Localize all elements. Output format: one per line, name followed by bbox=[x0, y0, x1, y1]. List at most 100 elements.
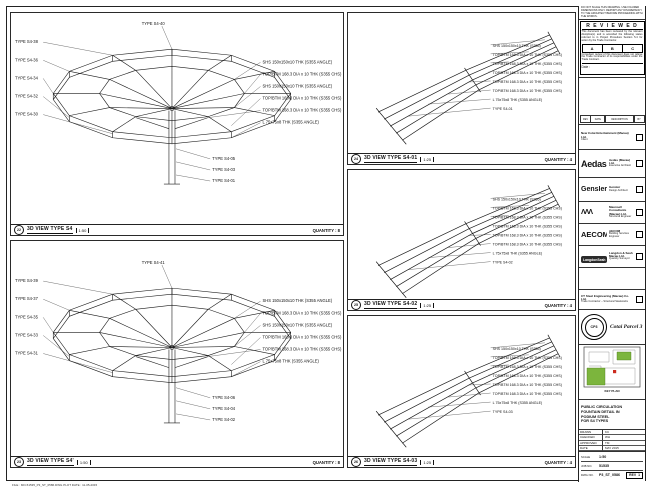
firm-name: Gensler bbox=[609, 186, 621, 190]
view-title: 3D VIEW TYPE S4-02 bbox=[364, 301, 418, 309]
reviewed-stamp: R E V I E W E D This document has been r… bbox=[579, 20, 645, 75]
view-panel-26: SHS 150x150x10 THK (S355) TOP/BTM 168.3 … bbox=[347, 315, 576, 468]
view-title: 3D VIEW TYPE S4-01 bbox=[364, 155, 418, 163]
revision-table-cell: REV DATE DESCRIPTION BY bbox=[579, 78, 645, 125]
beam-3d-drawing: SHS 150x150x10 THK (S355) TOP/BTM 168.3 … bbox=[375, 185, 562, 299]
part-label: TOP/BTM 168.3 DIA x 10 THK (S355 CHS) bbox=[263, 96, 342, 101]
revision-header-row: REV DATE DESCRIPTION BY bbox=[580, 115, 645, 123]
part-label: TYPE S4-04 bbox=[212, 406, 236, 411]
description-col: DESCRIPTION bbox=[604, 115, 635, 123]
drawing-title-line: PUBLIC CIRCULATION bbox=[581, 404, 623, 409]
part-label: TOP/BTM 168.3 DIA x 10 THK (S355 CHS) bbox=[263, 71, 342, 76]
rev-col: REV bbox=[580, 115, 591, 123]
canopy-drawing-area: TYPE S4-41 TYPE S4-39 TYPE S4-37 TYPE S4… bbox=[11, 241, 343, 456]
canopy-structure bbox=[52, 48, 292, 185]
firm-role: Quantity Surveyor bbox=[609, 257, 630, 261]
part-label: TOP/BTM 168.3 DIA x 10 THK (S355 CHS) bbox=[493, 89, 562, 93]
general-note: DO NOT SCALE THIS DRAWING. USE FIGURED D… bbox=[581, 6, 643, 18]
part-label: TOP/BTM 168.3 DIA x 10 THK (S355 CHS) bbox=[263, 310, 342, 315]
view-scale: 1:25 bbox=[420, 302, 435, 308]
firm-role: Design Architect bbox=[609, 188, 628, 192]
part-label: TOP/BTM 168.3 DIA x 10 THK (S355 CHS) bbox=[493, 234, 562, 238]
rev-value: 1 bbox=[638, 473, 640, 477]
sheet-border bbox=[6, 6, 646, 481]
client-role: Client bbox=[581, 137, 588, 141]
part-label: L 75x75x8 THK (S355 ANGLE) bbox=[263, 120, 320, 125]
part-label: TOP/BTM 168.3 DIA x 10 THK (S355 CHS) bbox=[493, 383, 562, 387]
client-cell: New Cotai Entertainment (Macau) Ltd. Cli… bbox=[579, 125, 645, 150]
part-label: SHS 150x150x10 THK (S355) bbox=[493, 197, 541, 201]
part-labels: SHS 150x150x10 THK (S355) TOP/BTM 168.3 … bbox=[493, 347, 562, 414]
part-label: L 75x75x8 THK (S355 ANGLE) bbox=[493, 98, 543, 102]
beam-drawing-area: SHS 150x150x10 THK (S355) TOP/BTM 168.3 … bbox=[348, 316, 575, 456]
part-label: TOP/BTM 168.3 DIA x 10 THK (S355 CHS) bbox=[493, 392, 562, 396]
part-labels: TYPE S4-40 TYPE S4-38 TYPE S4-36 TYPE S4… bbox=[15, 21, 342, 183]
view-quantity: QUANTITY : 8 bbox=[312, 459, 340, 465]
checked-value: WH bbox=[603, 435, 645, 441]
status-c: C bbox=[622, 43, 644, 53]
contractor-name: CT Steel Engineering (Macau) Co. Ltd. bbox=[581, 294, 630, 302]
view-title: 3D VIEW TYPE S4-03 bbox=[364, 458, 418, 466]
key-plan-map bbox=[583, 346, 641, 388]
beam-structure bbox=[375, 31, 561, 145]
checkbox bbox=[636, 296, 643, 303]
highlight-zone-b bbox=[616, 351, 632, 361]
date-label: DATE bbox=[579, 445, 603, 451]
firm-role: Executive Architect bbox=[609, 164, 631, 168]
checkbox bbox=[636, 231, 643, 238]
firm-name: AECOM bbox=[609, 229, 621, 233]
part-label: TOP/BTM 168.3 DIA x 10 THK (S355 CHS) bbox=[493, 374, 562, 378]
part-label: SHS 150x150x10 THK (S355) bbox=[493, 347, 541, 351]
view-quantity: QUANTITY : 8 bbox=[312, 227, 340, 233]
checkbox bbox=[636, 186, 643, 193]
contractor-cell: CT Steel Engineering (Macau) Co. Ltd. Tr… bbox=[579, 290, 645, 310]
reviewed-date-label: Date : bbox=[581, 63, 643, 69]
beam-structure bbox=[375, 185, 561, 299]
checkbox bbox=[636, 253, 643, 260]
contractor-role: Trade Contractor – Structural Steelworks bbox=[581, 300, 628, 304]
langdon-seah-logo: LangdonSeah bbox=[581, 256, 607, 263]
part-label: TYPE S4-35 bbox=[15, 314, 39, 319]
part-labels: SHS 150x150x10 THK (S355) TOP/BTM 168.3 … bbox=[493, 197, 562, 264]
date-value: MAY 2015 bbox=[603, 446, 645, 451]
part-label: TYPE S4-36 bbox=[15, 57, 39, 62]
part-label: TYPE S4-02 bbox=[493, 261, 513, 265]
client-name: New Cotai Entertainment (Macau) Ltd. bbox=[581, 132, 629, 139]
part-label: TYPE S4-32 bbox=[15, 94, 39, 99]
reviewed-stamp-cell: R E V I E W E D This document has been r… bbox=[579, 20, 645, 78]
approved-label: APPROVED bbox=[579, 440, 603, 446]
scale-dwg-cell: SCALE 1:50 JOB NO. 51535 DWG NO. P3_ST_0… bbox=[579, 452, 645, 482]
part-label: TYPE S4-40 bbox=[142, 21, 166, 26]
architect-cell: Aedas Aedas (Macau) Ltd. Executive Archi… bbox=[579, 150, 645, 178]
view-panel-25: SHS 150x150x10 THK (S355) TOP/BTM 168.3 … bbox=[347, 169, 576, 311]
beam-3d-drawing: SHS 150x150x10 THK (S355) TOP/BTM 168.3 … bbox=[375, 334, 562, 448]
drawing-title-cell: PUBLIC CIRCULATION FOUNTAIN DETAIL IN PO… bbox=[579, 400, 645, 430]
reviewed-status-row: A B C bbox=[581, 43, 644, 53]
design-architect-cell: Gensler Gensler Design Architect bbox=[579, 178, 645, 202]
part-label: TYPE S4-01 bbox=[493, 107, 513, 111]
part-label: TOP/BTM 168.3 DIA x 10 THK (S355 CHS) bbox=[493, 356, 562, 360]
view-number-badge: 25 bbox=[351, 300, 361, 310]
drawn-value: KC bbox=[603, 430, 645, 436]
part-label: TYPE S4-31 bbox=[15, 351, 39, 356]
canopy-3d-drawing: TYPE S4-40 TYPE S4-38 TYPE S4-36 TYPE S4… bbox=[15, 21, 342, 185]
project-seal: CP3 bbox=[581, 314, 607, 340]
view-quantity: QUANTITY : 4 bbox=[544, 156, 572, 162]
part-label: L 75x75x8 THK (S355 ANGLE) bbox=[263, 359, 320, 364]
part-label: TYPE S4-39 bbox=[15, 278, 39, 283]
job-no-value: 51535 bbox=[599, 464, 609, 468]
maunsell-logo: ΛΛΛ bbox=[581, 209, 593, 216]
view-title-bar: 25 3D VIEW TYPE S4-02 1:25 QUANTITY : 4 bbox=[348, 299, 575, 310]
part-label: TYPE S4-06 bbox=[212, 395, 236, 400]
part-label: TOP/BTM 168.3 DIA x 10 THK (S355 CHS) bbox=[493, 365, 562, 369]
leader-lines bbox=[43, 26, 261, 182]
part-label: TOP/BTM 168.3 DIA x 10 THK (S355 CHS) bbox=[493, 71, 562, 75]
gensler-logo: Gensler bbox=[581, 186, 607, 193]
firm-name: Maunsell Consultants (Macau) Ltd. bbox=[609, 205, 627, 216]
part-label: TYPE S4-03 bbox=[493, 410, 513, 414]
dwg-no-value: P3_ST_0586 bbox=[599, 473, 620, 477]
firm-name: Langdon & Seah Macau Ltd. bbox=[609, 251, 633, 259]
canopy-drawing-area: TYPE S4-40 TYPE S4-38 TYPE S4-36 TYPE S4… bbox=[11, 13, 343, 224]
firm-role: Structural Engineer bbox=[609, 215, 632, 219]
